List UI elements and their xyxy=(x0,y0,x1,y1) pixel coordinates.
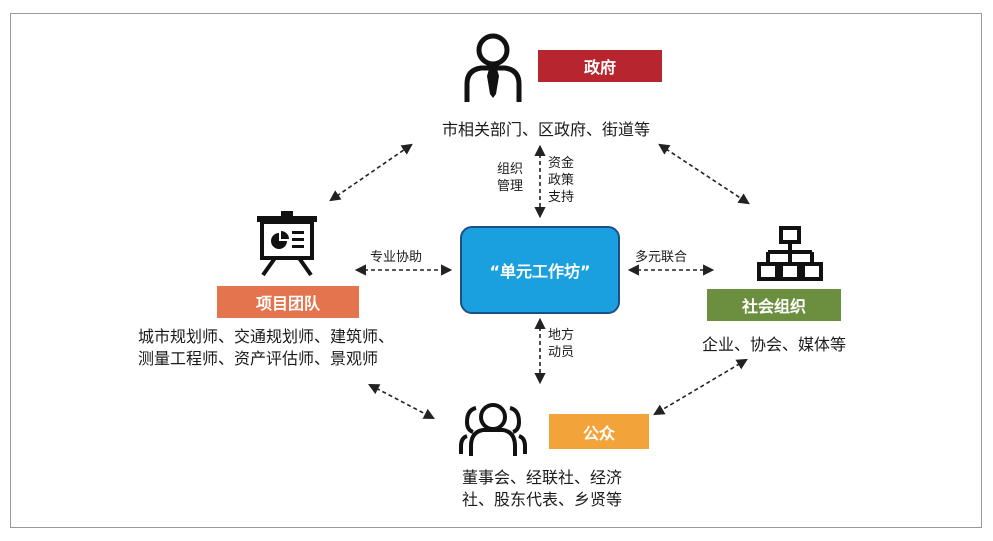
edge-label-funding: 资金 政策 支持 xyxy=(548,156,575,205)
project-team-label: 项目团队 xyxy=(217,286,359,318)
diagram-frame xyxy=(10,13,982,528)
edge-label-local: 地方 动员 xyxy=(548,328,575,360)
edge-label-organize: 组织 管理 xyxy=(497,162,524,194)
unit-workshop-label: “单元工作坊” xyxy=(489,262,591,281)
government-label: 政府 xyxy=(538,50,662,82)
government-desc: 市相关部门、区政府、街道等 xyxy=(442,120,651,139)
edge-gov-social xyxy=(658,143,750,205)
social-org-label: 社会组织 xyxy=(707,289,841,321)
edge-label-multi: 多元联合 xyxy=(635,250,688,265)
person-with-tie-icon xyxy=(464,33,522,102)
presentation-board-icon xyxy=(257,211,317,277)
org-chart-icon xyxy=(757,226,823,281)
unit-workshop-box: “单元工作坊” xyxy=(460,226,620,314)
public-label: 公众 xyxy=(549,414,649,449)
people-group-icon xyxy=(459,403,527,456)
public-desc: 董事会、经联社、经济 社、股东代表、乡贤等 xyxy=(462,468,623,509)
edge-label-professional: 专业协助 xyxy=(370,250,423,265)
social-org-desc: 企业、协会、媒体等 xyxy=(702,335,847,354)
edge-team-public xyxy=(368,383,435,420)
edge-team-gov xyxy=(329,143,413,202)
project-team-desc: 城市规划师、交通规划师、建筑师、 测量工程师、资产评估师、景观师 xyxy=(138,327,395,368)
edge-social-public xyxy=(653,358,748,416)
